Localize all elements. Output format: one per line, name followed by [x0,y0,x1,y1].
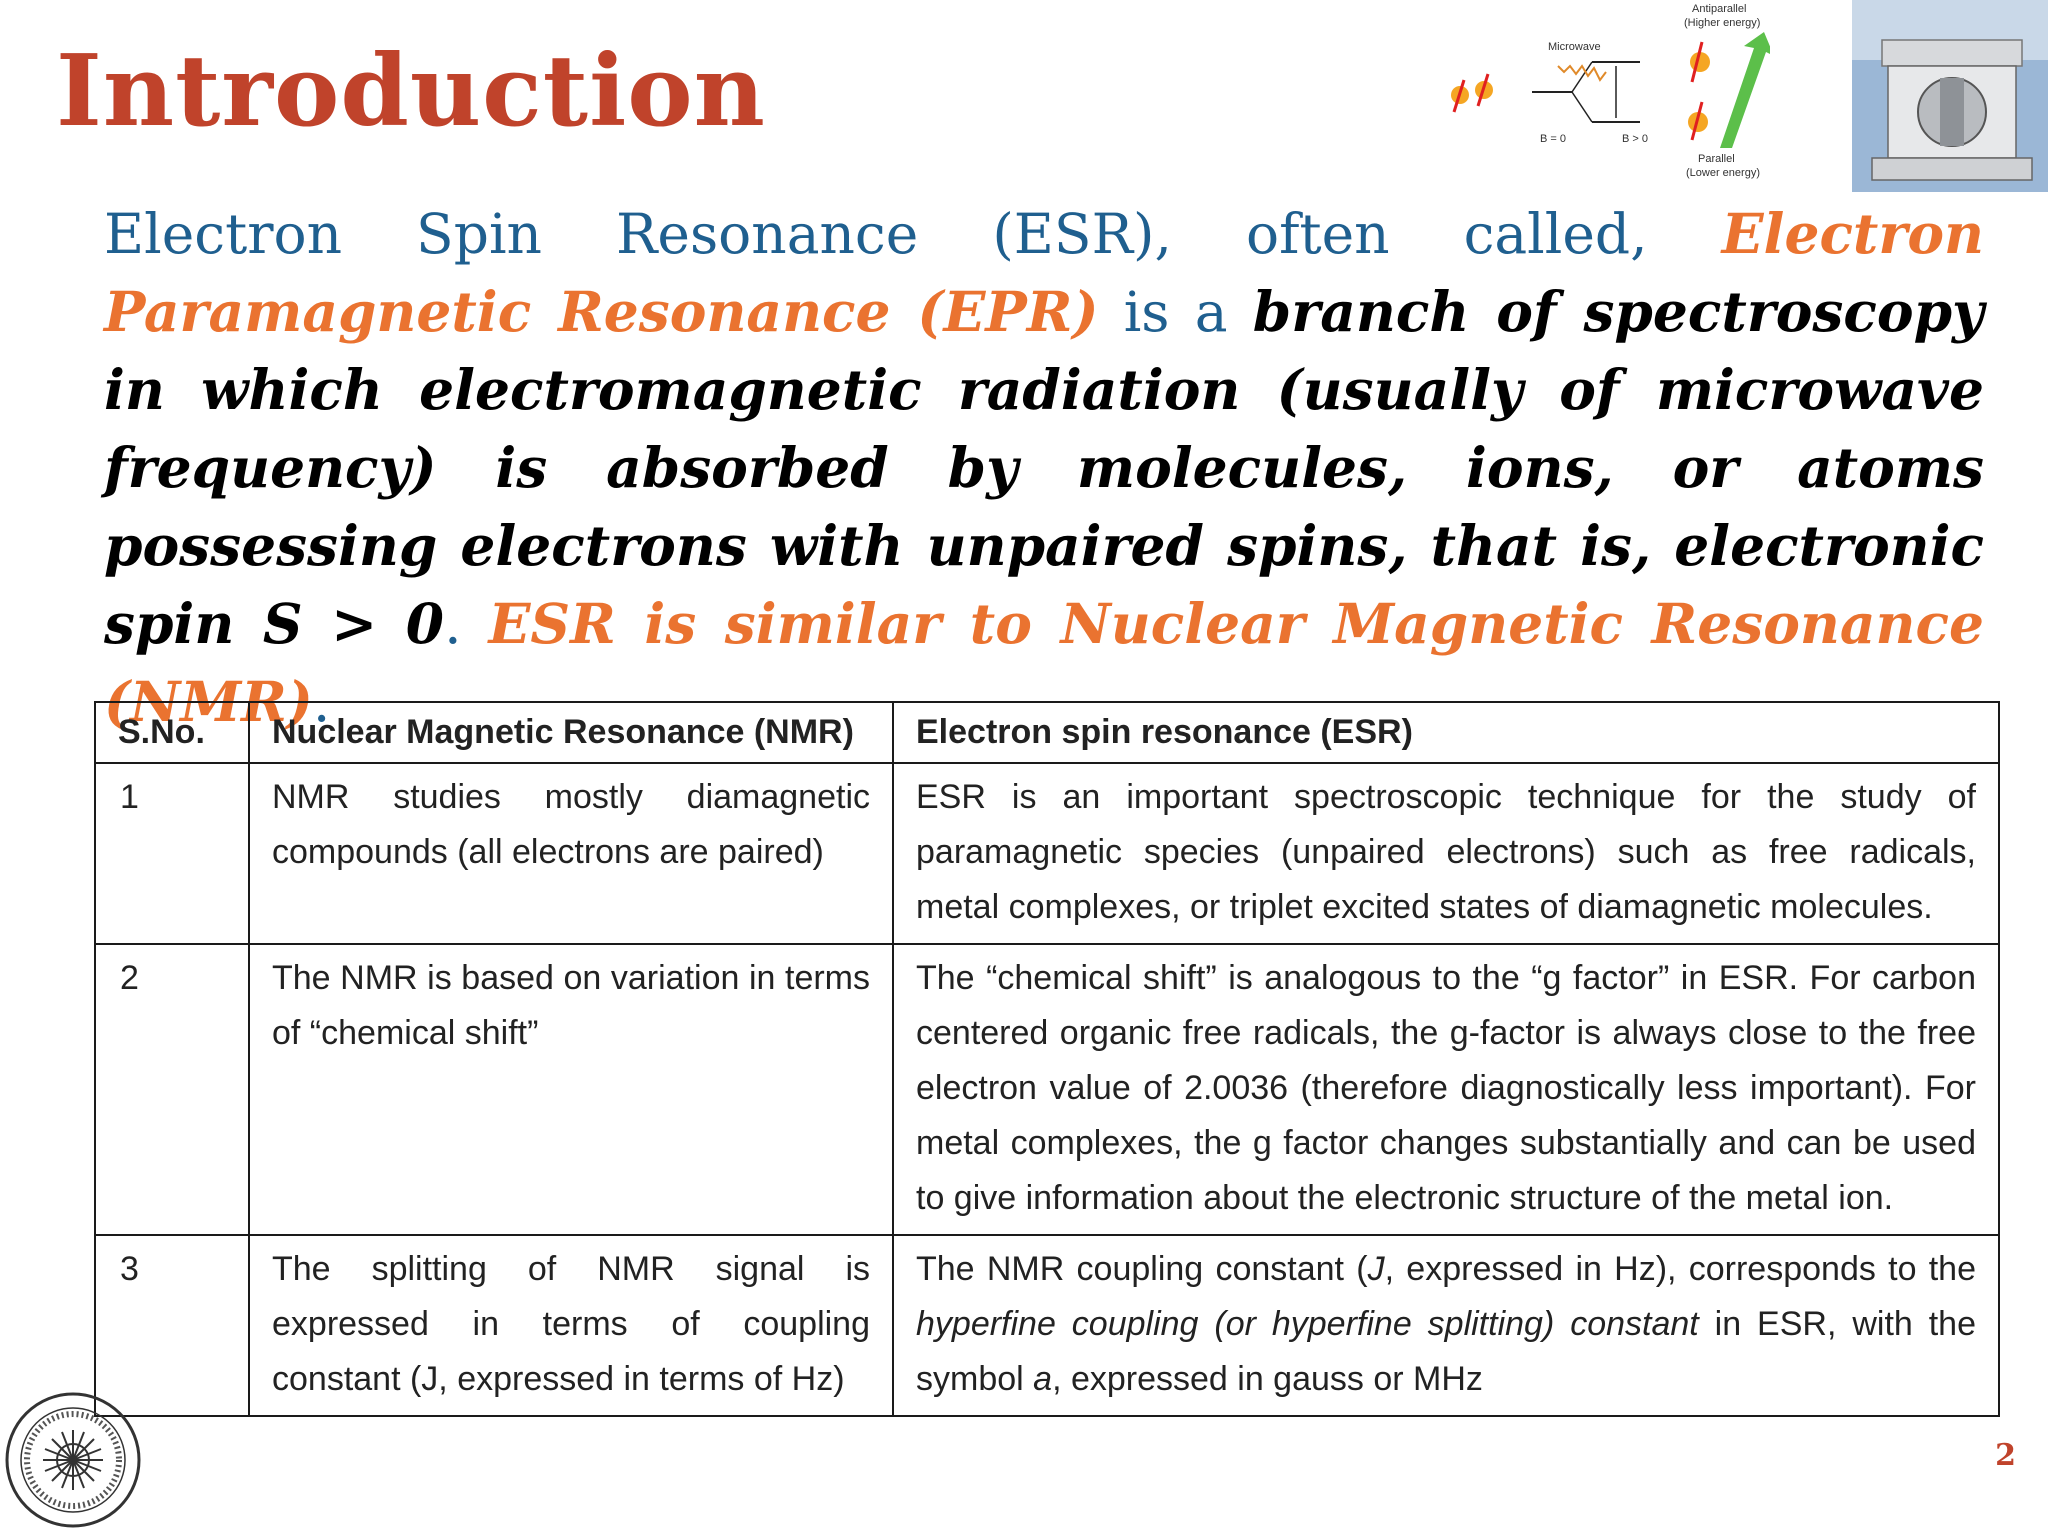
nmr-cell: NMR studies mostly diamagnetic compounds… [248,762,894,945]
intro-text-period: . [444,592,489,656]
label-higher-energy: (Higher energy) [1684,17,1760,29]
label-parallel: Parallel [1698,153,1735,165]
intro-text-definition: branch of spectroscopy in which electrom… [104,279,1984,656]
row-number: 2 [94,943,250,1236]
label-b0: B = 0 [1540,133,1566,145]
table-row: 1 NMR studies mostly diamagnetic compoun… [94,762,2000,945]
intro-text-is-a: is a [1098,280,1253,344]
label-bgt0: B > 0 [1622,133,1648,145]
spin-arrow-icon [1452,79,1466,113]
spin-energy-diagram: Antiparallel (Higher energy) Microwave B… [1451,3,1770,179]
intro-text-nmr-similarity: ESR is similar to Nuclear Magnetic Reson… [104,591,1985,734]
intro-paragraph: Electron Spin Resonance (ESR), often cal… [104,195,1984,741]
label-antiparallel: Antiparallel [1692,3,1746,15]
energy-arrow-icon [1720,32,1770,148]
table-row: 2 The NMR is based on variation in terms… [94,943,2000,1236]
table-row: 3 The splitting of NMR signal is express… [94,1234,2000,1417]
nmr-cell: The splitting of NMR signal is expressed… [248,1234,894,1417]
intro-text-esr: Electron Spin Resonance (ESR), often cal… [104,202,1722,266]
nmr-cell: The NMR is based on variation in terms o… [248,943,894,1236]
header-sno: S.No. [94,701,250,764]
row-number: 1 [94,762,250,945]
esr-cell: The “chemical shift” is analogous to the… [892,943,2000,1236]
slide-title: Introduction [56,34,766,149]
label-microwave: Microwave [1548,41,1601,53]
header-nmr: Nuclear Magnetic Resonance (NMR) [248,701,894,764]
esr-cell: The NMR coupling constant (J, expressed … [892,1234,2000,1417]
header-esr: Electron spin resonance (ESR) [892,701,2000,764]
label-lower-energy: (Lower energy) [1686,167,1760,179]
row-number: 3 [94,1234,250,1417]
table-header-row: S.No. Nuclear Magnetic Resonance (NMR) E… [94,701,2000,764]
university-seal-icon [5,1392,141,1528]
microwave-wave-icon [1557,64,1607,82]
page-number: 2 [1995,1438,2016,1473]
intro-text-epr: Electron Paramagnetic Resonance (EPR) [104,201,1984,344]
esr-spectrometer-photo [1852,0,2048,192]
nmr-esr-comparison-table: S.No. Nuclear Magnetic Resonance (NMR) E… [94,701,2000,1417]
spin-arrow-icon [1476,73,1490,107]
esr-cell: ESR is an important spectroscopic techni… [892,762,2000,945]
